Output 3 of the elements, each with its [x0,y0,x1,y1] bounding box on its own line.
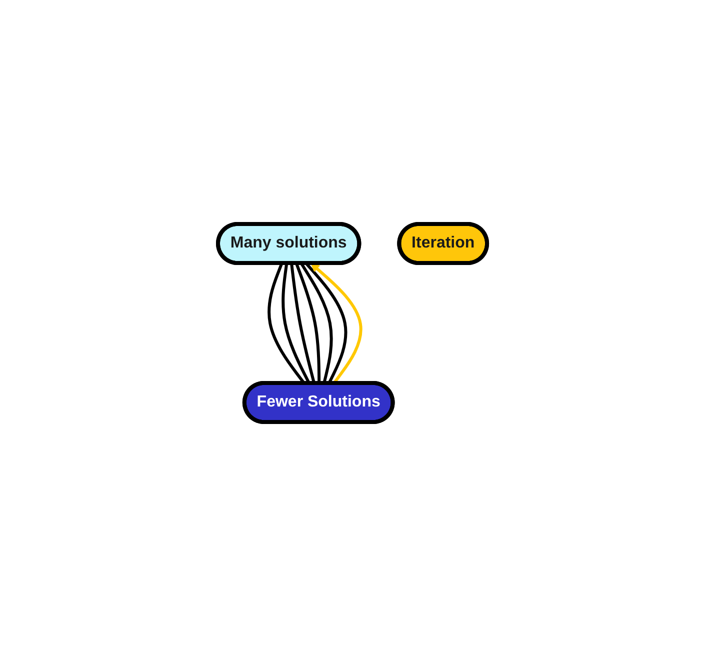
connector [300,262,333,384]
connector [295,262,321,384]
connector [290,263,316,384]
